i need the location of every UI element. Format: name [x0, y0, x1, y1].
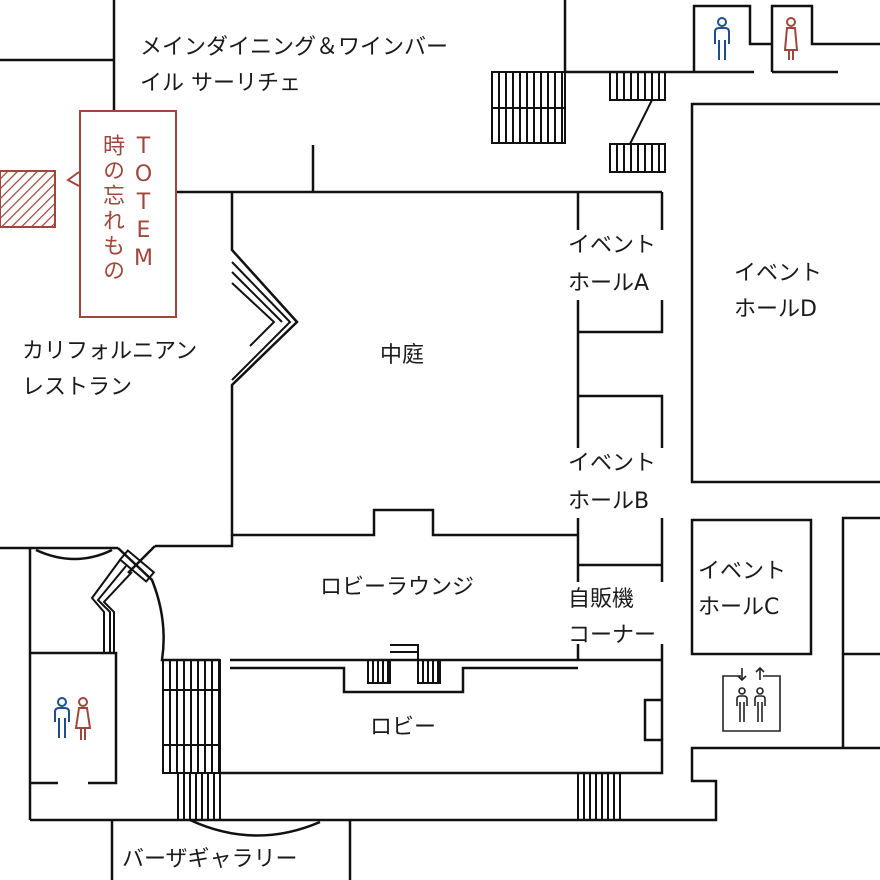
vending-line2: コーナー	[568, 623, 656, 648]
stairs	[162, 71, 666, 821]
event-a-line1: イベント	[568, 233, 656, 258]
label-event-d-line2: ホールD	[734, 297, 817, 322]
label-california-line1: カリフォルニアン	[22, 339, 197, 364]
restroom-icon	[54, 697, 92, 740]
label-main-dining-line1: メインダイニング＆ワインバー	[140, 35, 448, 60]
label-event-b: イベント ホールB	[566, 448, 676, 518]
label-bar-gallery: バーザギャラリー	[122, 847, 298, 872]
label-main-dining-line2: イル サーリチェ	[140, 71, 301, 96]
exhibit-hatch-icon	[0, 170, 56, 228]
label-event-a: イベント ホールA	[566, 230, 676, 300]
callout-pointer	[66, 171, 80, 187]
label-courtyard: 中庭	[380, 343, 424, 368]
totem-subtitle: 時の忘れもの	[99, 134, 124, 284]
label-vending: 自販機 コーナー	[566, 582, 678, 648]
event-a-line2: ホールA	[568, 271, 649, 296]
stairs-icon	[417, 659, 441, 684]
event-b-line2: ホールB	[568, 489, 649, 514]
label-california-line2: レストラン	[22, 375, 132, 400]
label-event-c-line1: イベント	[698, 559, 786, 584]
label-event-d-line1: イベント	[734, 261, 822, 286]
stairs-icon	[577, 772, 621, 821]
label-lobby: ロビー	[370, 715, 436, 740]
label-event-c-line2: ホールC	[698, 595, 779, 620]
stairs-icon	[609, 71, 666, 101]
stairs-icon	[162, 659, 221, 774]
stairs-icon	[609, 143, 666, 173]
restroom-female-icon	[783, 17, 799, 60]
courtyard-stairs	[90, 261, 419, 660]
stairs-icon	[367, 659, 391, 684]
stairs-icon	[491, 71, 566, 144]
totem-callout: TOTEM 時の忘れもの	[79, 110, 177, 318]
stairs-icon	[177, 772, 221, 821]
event-b-line1: イベント	[568, 451, 656, 476]
restroom-male-icon	[714, 17, 730, 60]
label-lobby-lounge: ロビーラウンジ	[320, 575, 474, 600]
elevator-icon	[722, 666, 781, 732]
totem-title: TOTEM	[131, 134, 156, 274]
vending-line1: 自販機	[568, 587, 634, 612]
